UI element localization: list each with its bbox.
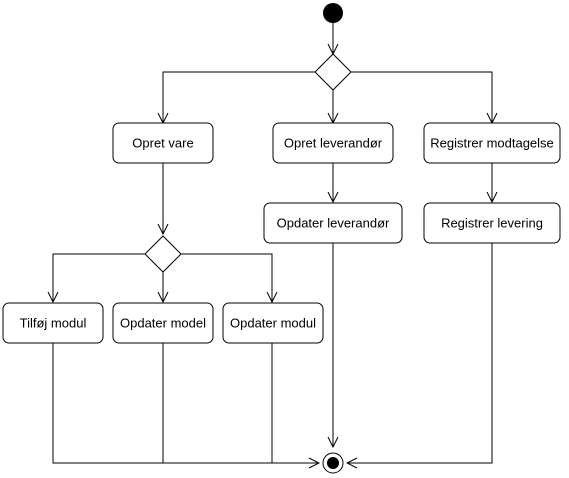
edge-decision-2-to-opdater-modul bbox=[181, 253, 272, 302]
action-opret-vare: Opret vare bbox=[112, 122, 214, 164]
action-opdater-leverandor: Opdater leverandør bbox=[263, 202, 403, 244]
action-label-opdater-model: Opdater model bbox=[120, 316, 206, 331]
edge-registrer-levering-to-final bbox=[347, 243, 493, 463]
edge-decision-1-to-opret-vare bbox=[163, 71, 315, 123]
action-label-registrer-levering: Registrer levering bbox=[441, 216, 543, 231]
decision-node-1 bbox=[314, 53, 352, 91]
action-label-opdater-leverandor: Opdater leverandør bbox=[277, 216, 390, 231]
edges bbox=[53, 23, 492, 463]
action-registrer-modtagelse: Registrer modtagelse bbox=[423, 122, 561, 164]
initial-node bbox=[323, 3, 343, 23]
action-label-opret-leverandor: Opret leverandør bbox=[284, 136, 383, 151]
edge-decision-2-to-tilfoj-modul bbox=[53, 253, 145, 302]
action-label-tilfoj-modul: Tilføj modul bbox=[20, 316, 87, 331]
edge-decision-1-to-registrer-modtagelse bbox=[351, 71, 492, 123]
action-label-opret-vare: Opret vare bbox=[132, 136, 193, 151]
action-opdater-modul: Opdater modul bbox=[222, 302, 324, 344]
action-tilfoj-modul: Tilføj modul bbox=[2, 302, 104, 344]
action-registrer-levering: Registrer levering bbox=[423, 202, 561, 244]
action-label-registrer-modtagelse: Registrer modtagelse bbox=[430, 136, 554, 151]
action-opret-leverandor: Opret leverandør bbox=[272, 122, 394, 164]
final-node bbox=[322, 452, 344, 474]
edge-tilfoj-modul-to-final bbox=[52, 343, 319, 463]
action-label-opdater-modul: Opdater modul bbox=[230, 316, 316, 331]
decision-node-2 bbox=[144, 235, 182, 273]
action-opdater-model: Opdater model bbox=[112, 302, 214, 344]
